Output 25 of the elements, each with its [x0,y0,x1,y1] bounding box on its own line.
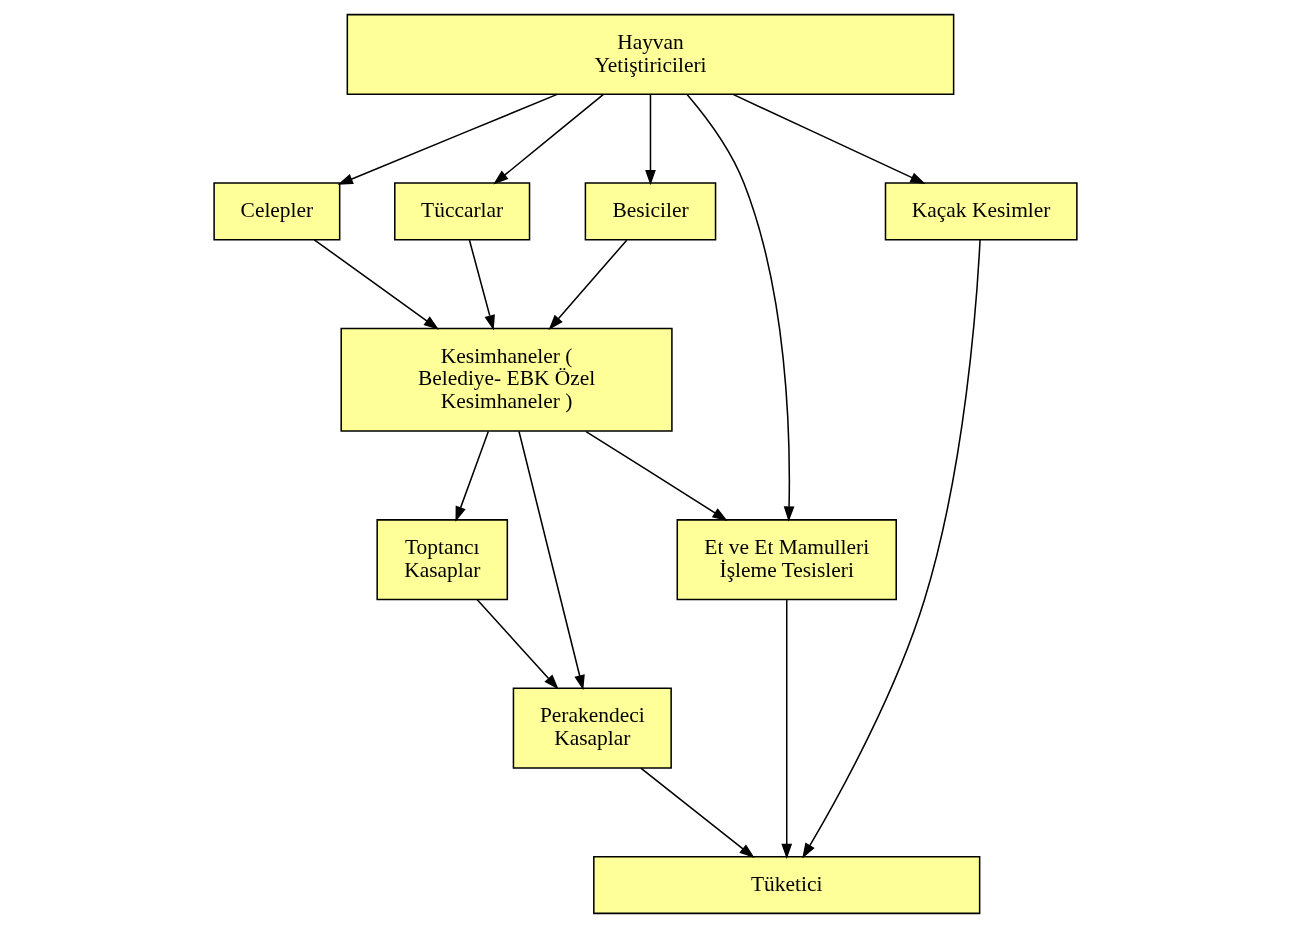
arrow [454,430,489,522]
node-box: Perakendeci Kasaplar [512,687,672,769]
node-box: Besiciler [584,182,716,241]
node-box: Tüketici [592,855,980,915]
arrow [731,93,926,184]
arrow [639,767,755,859]
arrow [780,599,792,859]
node-box: Kesimhaneler ( Belediye- EBK Özel Kesimhaneler ) [339,327,673,432]
node-box: Tüccarlar [393,182,530,241]
arrow [492,93,604,185]
arrow [313,239,439,330]
node-box: Et ve Et Mamulleri İşleme Tesisleri [676,519,897,601]
arrow [468,239,495,331]
arrow [584,430,728,521]
arrow [685,93,794,522]
arrow [475,598,559,690]
node-box: Kaçak Kesimler [884,182,1078,241]
arrow [337,93,558,185]
arrow [517,430,585,691]
node-box: Hayvan Yetiştiricileri [346,13,954,95]
arrow [801,239,981,859]
arrow [644,93,656,186]
arrow [548,239,627,330]
node-box: Toptancı Kasaplar [375,519,508,601]
node-box: Celepler [212,182,340,241]
